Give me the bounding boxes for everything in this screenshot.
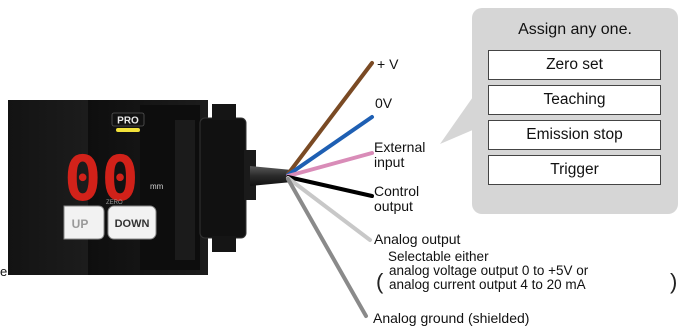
- callout-pointer: [440, 84, 482, 144]
- option-zero-set: Zero set: [488, 50, 661, 80]
- zero-label: ZERO: [106, 200, 123, 206]
- analog-note-line2: analog voltage output 0 to +5V or: [389, 263, 589, 278]
- wire-label-external-input-line2: input: [374, 154, 405, 170]
- option-teaching: Teaching: [488, 85, 661, 115]
- pro-badge: PRO: [111, 112, 145, 132]
- wire-analog-ground: [286, 177, 368, 318]
- connector-housing: [199, 104, 256, 252]
- wire-plus-v: [286, 61, 374, 176]
- option-trigger: Trigger: [488, 155, 661, 185]
- wire-label-control-output-line2: output: [374, 198, 413, 214]
- wire-label-control-output: Control output: [374, 184, 419, 214]
- wire-label-plus-v: + V: [377, 56, 399, 72]
- wire-label-control-output-line1: Control: [374, 183, 420, 199]
- wire-analog-output: [286, 176, 372, 242]
- sensor-edge-letter: e: [0, 264, 8, 279]
- wire-control-output: [286, 175, 374, 198]
- wire-0v: [286, 115, 374, 177]
- down-button[interactable]: DOWN: [107, 205, 157, 240]
- wire-external-input: [286, 151, 374, 178]
- callout-title: Assign any one.: [518, 21, 632, 38]
- svg-text:DOWN: DOWN: [115, 218, 150, 230]
- cable: [250, 166, 292, 186]
- up-button[interactable]: UP: [63, 205, 105, 240]
- analog-note-left-paren: (: [376, 269, 384, 294]
- sensor-body: [8, 100, 208, 275]
- analog-note-line3: analog current output 4 to 20 mA: [389, 277, 586, 292]
- analog-note-line1: Selectable either: [388, 249, 489, 264]
- svg-text:PRO: PRO: [117, 116, 139, 127]
- analog-note-right-paren: ): [670, 269, 678, 294]
- wire-label-0v: 0V: [375, 95, 393, 111]
- unit-label: mm: [150, 182, 164, 191]
- wire-label-analog-output: Analog output: [374, 231, 461, 247]
- wire-label-external-input: External input: [374, 140, 425, 170]
- digit-display: 00: [64, 142, 139, 215]
- wire-label-analog-ground: Analog ground (shielded): [373, 310, 530, 326]
- svg-text:UP: UP: [72, 217, 89, 231]
- assign-callout: Assign any one. Zero set Teaching Emissi…: [472, 8, 678, 214]
- wire-label-external-input-line1: External: [374, 139, 426, 155]
- option-emission-stop: Emission stop: [488, 120, 661, 150]
- wire-bundle: [286, 61, 374, 318]
